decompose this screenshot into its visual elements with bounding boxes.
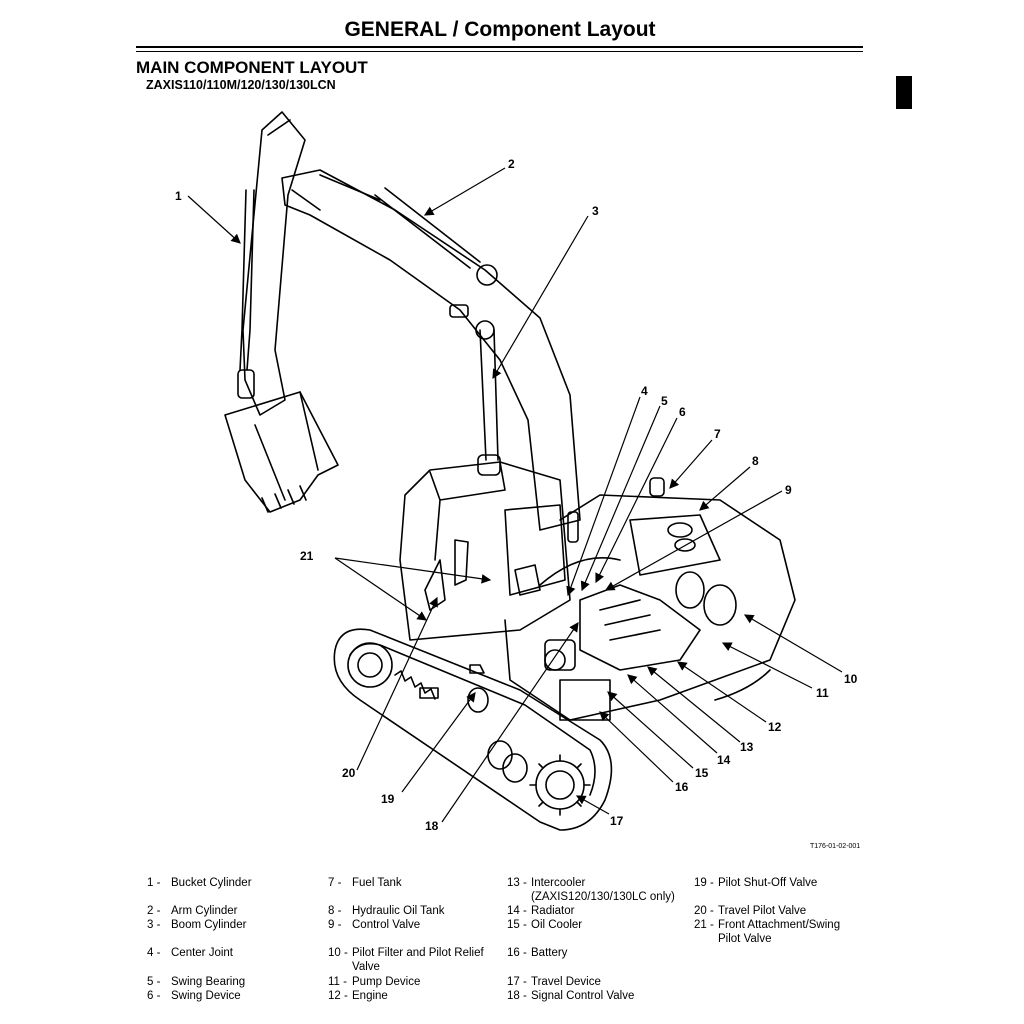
- legend-item: 7 -Fuel Tank: [328, 877, 402, 889]
- legend-item: 19 -Pilot Shut-Off Valve: [694, 877, 818, 889]
- legend-item: 15 -Oil Cooler: [507, 919, 583, 931]
- legend-item: 3 -Boom Cylinder: [147, 919, 247, 931]
- callout-7: 7: [714, 427, 721, 441]
- legend-column-3: 13 -Intercooler(ZAXIS120/130/130LC only)…: [507, 876, 675, 1003]
- legend-column-2: 7 -Fuel Tank 8 -Hydraulic Oil Tank 9 -Co…: [328, 876, 484, 1003]
- callout-8: 8: [752, 454, 759, 468]
- callout-21: 21: [300, 549, 314, 563]
- callout-14: 14: [717, 753, 731, 767]
- callout-13: 13: [740, 740, 754, 754]
- leader-14: [627, 674, 718, 754]
- legend-item: 8 -Hydraulic Oil Tank: [328, 905, 445, 917]
- leader-13: [647, 666, 741, 743]
- legend-item: 6 -Swing Device: [147, 990, 241, 1002]
- legend-item: 16 -Battery: [507, 947, 568, 959]
- figure-id: T176-01-02-001: [810, 843, 861, 850]
- leader-5: [580, 405, 661, 592]
- callout-16: 16: [675, 780, 689, 794]
- legend-item: 1 -Bucket Cylinder: [147, 877, 252, 889]
- leader-11: [721, 642, 813, 689]
- legend-item: 5 -Swing Bearing: [147, 976, 246, 988]
- leader-1: [187, 195, 241, 244]
- leader-10: [743, 614, 843, 673]
- callout-15: 15: [695, 766, 709, 780]
- callout-4: 4: [641, 384, 648, 398]
- upper-structure-drawing: [504, 494, 796, 721]
- leader-19: [401, 692, 476, 793]
- bucket-drawing: [224, 391, 339, 513]
- callout-1: 1: [175, 189, 182, 203]
- callout-3: 3: [592, 204, 599, 218]
- legend-item: 12 -Engine: [328, 990, 388, 1002]
- section-title: MAIN COMPONENT LAYOUT: [136, 58, 368, 77]
- callout-2: 2: [508, 157, 515, 171]
- leader-15: [607, 691, 694, 769]
- page-header-title: GENERAL / Component Layout: [344, 18, 656, 41]
- cab-drawing: [399, 461, 571, 641]
- callout-6: 6: [679, 405, 686, 419]
- arm-cylinder-drawing: [374, 187, 481, 269]
- callout-5: 5: [661, 394, 668, 408]
- legend-item: 18 -Signal Control Valve: [507, 990, 635, 1002]
- track-drawing: [333, 628, 613, 831]
- callout-10: 10: [844, 672, 858, 686]
- legend-item: 11 -Pump Device: [328, 976, 421, 988]
- legend-item: 4 -Center Joint: [147, 947, 234, 959]
- boom-cylinder-drawing: [479, 329, 499, 461]
- callout-18: 18: [425, 819, 439, 833]
- leader-8: [699, 466, 751, 511]
- legend-item: 20 -Travel Pilot Valve: [694, 905, 807, 917]
- callout-20: 20: [342, 766, 356, 780]
- boom-outline: [281, 169, 581, 531]
- callout-11: 11: [816, 686, 829, 700]
- header-rule-thin: [136, 51, 863, 52]
- leader-17: [575, 795, 610, 815]
- leader-6: [595, 417, 678, 584]
- callout-12: 12: [768, 720, 782, 734]
- front-idler-drawing: [347, 642, 393, 688]
- section-models: ZAXIS110/110M/120/130/130LCN: [146, 78, 336, 92]
- leader-4: [566, 396, 641, 597]
- leader-2: [423, 167, 506, 216]
- bucket-cylinder-drawing: [239, 189, 255, 371]
- callout-17: 17: [610, 814, 624, 828]
- leader-12: [677, 661, 767, 723]
- legend-item: 17 -Travel Device: [507, 976, 601, 988]
- legend-item: 13 -Intercooler(ZAXIS120/130/130LC only): [507, 877, 675, 903]
- callout-19: 19: [381, 792, 395, 806]
- leader-3: [492, 215, 589, 380]
- leader-18: [441, 622, 579, 823]
- legend-item: 2 -Arm Cylinder: [147, 905, 238, 917]
- callout-9: 9: [785, 483, 792, 497]
- legend-column-4: 19 -Pilot Shut-Off Valve 20 -Travel Pilo…: [694, 876, 840, 946]
- legend-item: 9 -Control Valve: [328, 919, 421, 931]
- legend-column-1: 1 -Bucket Cylinder 2 -Arm Cylinder 3 -Bo…: [147, 876, 252, 1003]
- leader-21a: [334, 557, 492, 584]
- leader-21b: [334, 557, 427, 621]
- header-rule-thick: [136, 46, 863, 48]
- leader-7: [669, 439, 713, 489]
- leader-20: [356, 596, 438, 771]
- leader-16: [599, 711, 674, 783]
- chapter-thumb-tab: [896, 76, 912, 109]
- arm-outline: [242, 111, 306, 416]
- leader-9: [604, 490, 783, 591]
- legend-item: 14 -Radiator: [507, 905, 575, 917]
